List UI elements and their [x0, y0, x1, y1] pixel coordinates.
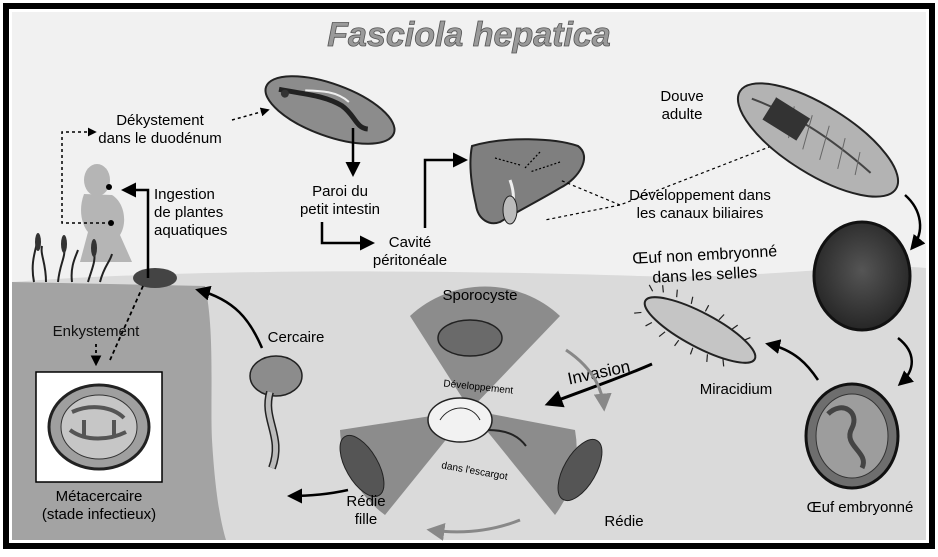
snail-shell: [428, 398, 492, 442]
label-redie-fille-2: fille: [355, 511, 378, 528]
label-miracidium: Miracidium: [700, 381, 773, 398]
label-douve-2: adulte: [662, 106, 703, 123]
label-dev-canaux-2: les canaux biliaires: [637, 205, 764, 222]
metacercaire-illustration: [49, 385, 149, 469]
sporocyste-shape: [438, 320, 502, 356]
duodenum-dot: [108, 220, 114, 226]
label-sporocyste: Sporocyste: [442, 287, 517, 304]
label-dekystement-2: dans le duodénum: [98, 130, 221, 147]
label-ingestion-3: aquatiques: [154, 222, 227, 239]
label-paroi-1: Paroi du: [312, 183, 368, 200]
label-ingestion-1: Ingestion: [154, 186, 215, 203]
label-metacercaire-1: Métacercaire: [56, 488, 143, 505]
diagram-title: Fasciola hepatica: [327, 16, 610, 54]
label-cavite-1: Cavité: [389, 234, 432, 251]
label-dev-canaux-1: Développement dans: [629, 187, 771, 204]
label-enkystement: Enkystement: [53, 323, 141, 340]
mouth-dot: [106, 184, 112, 190]
label-oeuf-embryonne: Œuf embryonné: [807, 499, 914, 516]
label-metacercaire-2: (stade infectieux): [42, 506, 156, 523]
label-cavite-2: péritonéale: [373, 252, 447, 269]
label-dekystement-1: Dékystement: [116, 112, 204, 129]
egg-embryonated: [806, 384, 898, 488]
cyst-cluster: [133, 268, 177, 288]
label-douve-1: Douve: [660, 88, 703, 105]
label-cercaire: Cercaire: [268, 329, 325, 346]
label-redie-fille-1: Rédie: [346, 493, 385, 510]
label-paroi-2: petit intestin: [300, 201, 380, 218]
label-redie: Rédie: [604, 513, 643, 530]
label-ingestion-2: de plantes: [154, 204, 223, 221]
egg-non-embryonated: [814, 222, 910, 330]
